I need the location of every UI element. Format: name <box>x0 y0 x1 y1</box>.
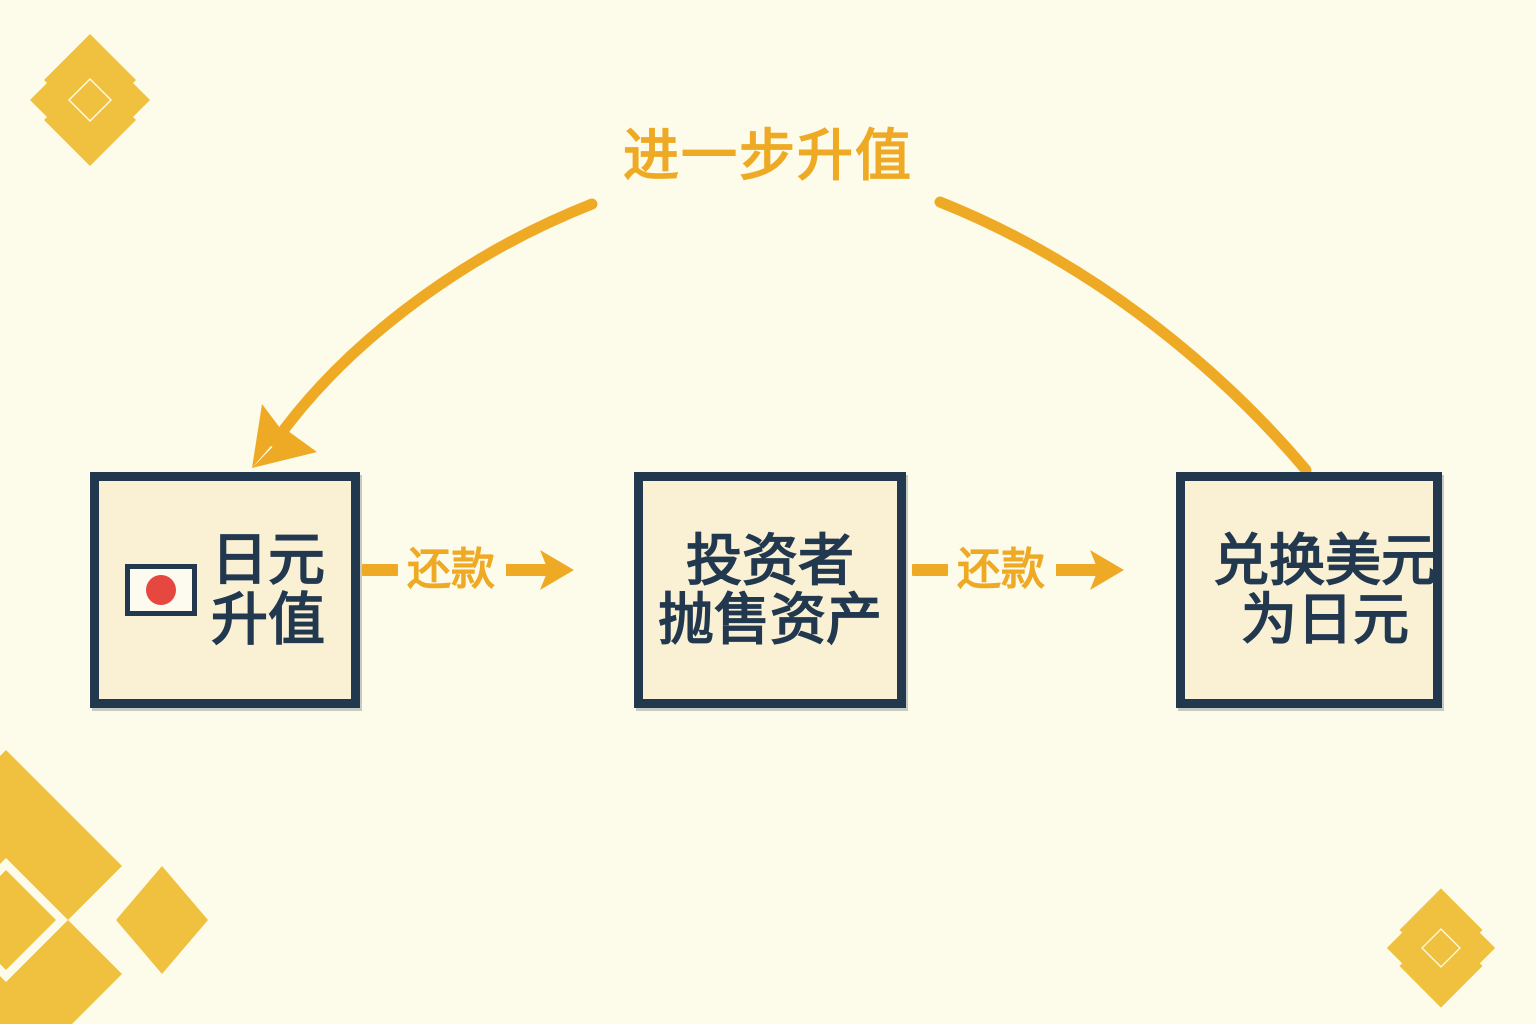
node-3-text: 兑换美元 为日元 <box>1213 528 1437 651</box>
node-1-text: 日元 升值 <box>211 527 325 652</box>
node-convert-usd-to-yen[interactable]: 兑换美元 为日元 <box>1176 472 1442 708</box>
connector-2: 还款 <box>912 535 1126 605</box>
node-1-line2: 升值 <box>211 588 325 652</box>
connector-1-dash <box>362 564 398 576</box>
node-3-line2: 为日元 <box>1241 588 1409 651</box>
node-2-line1: 投资者 <box>686 528 854 592</box>
connector-1: 还款 <box>362 535 576 605</box>
node-2-text: 投资者 抛售资产 <box>658 528 882 651</box>
node-2-line2: 抛售资产 <box>658 588 882 651</box>
japan-flag-disc <box>146 575 176 605</box>
japan-flag-icon <box>125 564 197 616</box>
connector-2-label: 还款 <box>957 545 1045 594</box>
node-1-line1: 日元 <box>211 527 325 592</box>
connector-2-arrow-icon <box>1056 550 1124 590</box>
connector-1-arrow-icon <box>506 550 574 590</box>
connector-2-dash <box>912 564 948 576</box>
node-yen-appreciation[interactable]: 日元 升值 <box>90 472 360 708</box>
node-investors-sell-assets[interactable]: 投资者 抛售资产 <box>634 472 906 708</box>
node-3-line1: 兑换美元 <box>1213 528 1437 592</box>
page-title: 进一步升值 <box>623 124 913 187</box>
connector-1-label: 还款 <box>407 545 495 594</box>
